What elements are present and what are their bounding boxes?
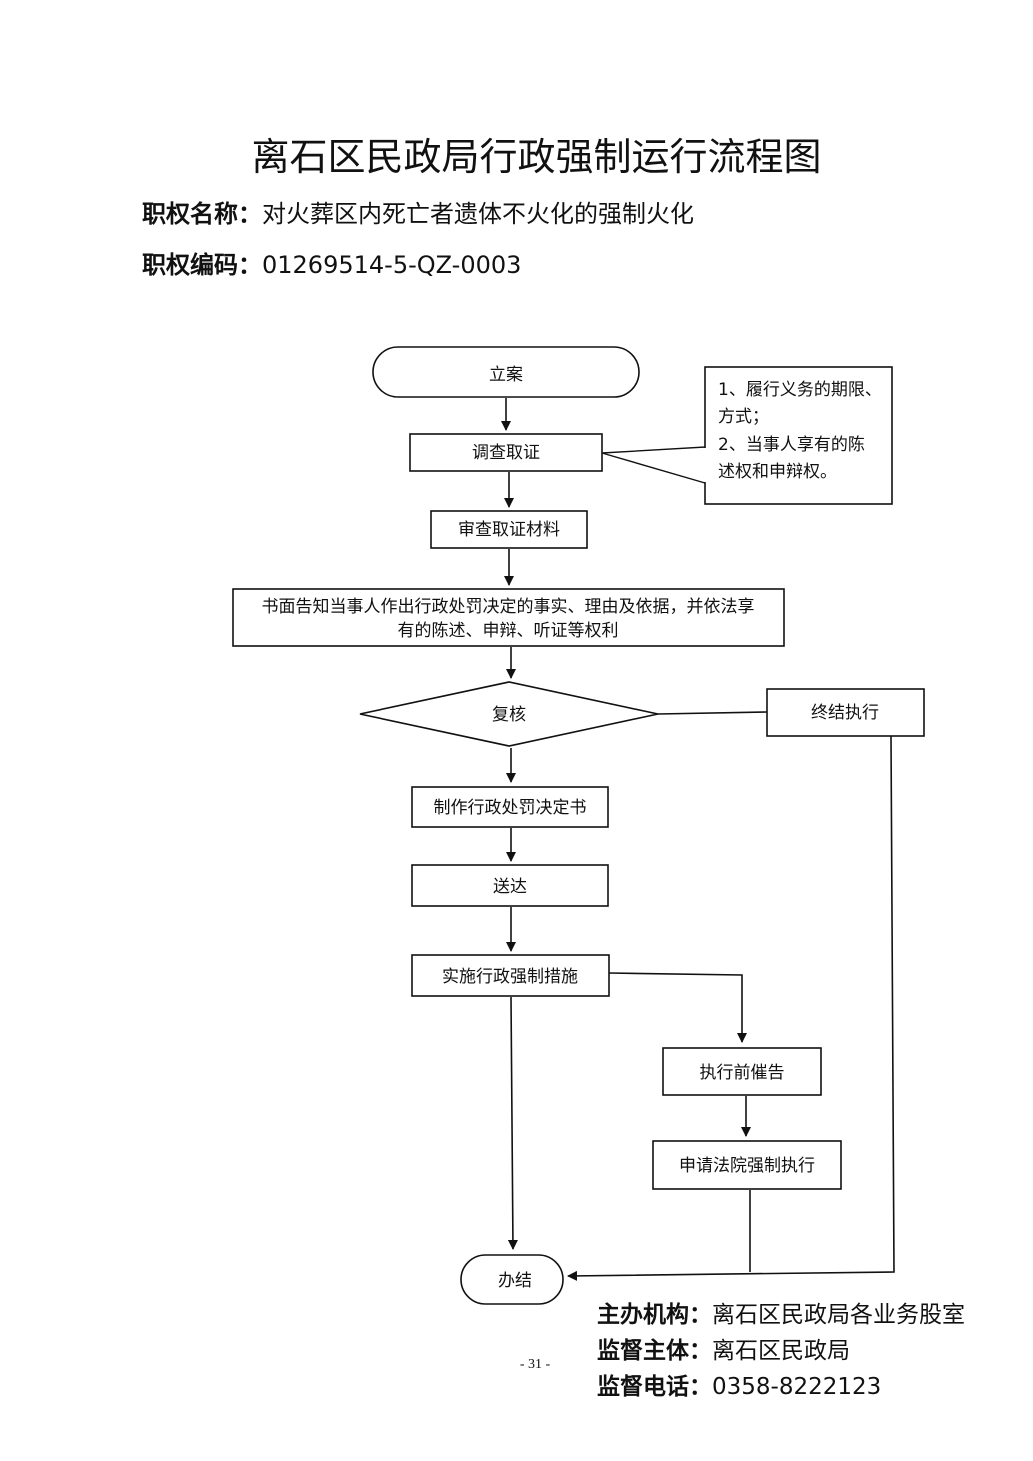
pre-notice-box <box>662 1047 822 1096</box>
implement-box <box>411 954 610 997</box>
note-line-3: 2、当事人享有的陈 <box>718 435 865 455</box>
footer-supervisor-value: 离石区民政局 <box>712 1338 850 1364</box>
footer-org-value: 离石区民政局各业务股室 <box>712 1302 965 1328</box>
arrow-implement-to-end <box>507 996 518 1250</box>
page-title: 离石区民政局行政强制运行流程图 <box>251 135 822 179</box>
notify-label-line1: 书面告知当事人作出行政处罚决定的事实、理由及依据，并依法享 <box>262 597 755 617</box>
arrow-implement-to-prenotice <box>608 972 747 1043</box>
authority-name-line: 职权名称：对火葬区内死亡者遗体不火化的强制火化 <box>142 197 694 231</box>
deliver-box <box>411 864 609 907</box>
footer-organizer: 主办机构：离石区民政局各业务股室 <box>597 1298 965 1332</box>
recheck-label: 复核 <box>492 705 526 725</box>
review-evidence-label: 审查取证材料 <box>458 520 560 540</box>
note-line-4: 述权和申辩权。 <box>718 462 837 482</box>
footer-supervisor: 监督主体：离石区民政局 <box>597 1334 850 1368</box>
start-terminal <box>372 346 640 398</box>
make-decision-box <box>411 786 609 828</box>
investigate-label: 调查取证 <box>472 443 540 463</box>
note-line-1: 1、履行义务的期限、 <box>718 380 882 400</box>
apply-court-box <box>652 1140 842 1190</box>
terminate-box <box>766 688 925 737</box>
authority-code-value: 01269514-5-QZ-0003 <box>262 251 522 279</box>
footer-supervisor-label: 监督主体： <box>597 1338 712 1364</box>
end-label: 办结 <box>498 1271 532 1291</box>
end-terminal <box>460 1254 564 1305</box>
implement-label: 实施行政强制措施 <box>442 967 578 987</box>
footer-phone-value: 0358-8222123 <box>712 1374 882 1400</box>
deliver-label: 送达 <box>493 877 527 897</box>
line-recheck-to-terminate <box>657 711 768 715</box>
investigate-box <box>409 433 603 472</box>
notify-label-line2: 有的陈述、申辩、听证等权利 <box>398 621 619 641</box>
start-label: 立案 <box>489 365 523 385</box>
page-number: - 31 - <box>519 1357 551 1372</box>
arrow-terminate-to-end <box>567 735 895 1281</box>
apply-court-label: 申请法院强制执行 <box>679 1156 815 1176</box>
footer-phone: 监督电话：0358-8222123 <box>597 1370 881 1404</box>
note-callout-pointer <box>601 446 706 484</box>
make-decision-label: 制作行政处罚决定书 <box>434 798 587 818</box>
note-box <box>704 366 893 505</box>
authority-name-label: 职权名称： <box>142 200 262 228</box>
notify-box <box>232 588 785 647</box>
footer-phone-label: 监督电话： <box>597 1374 712 1400</box>
authority-name-value: 对火葬区内死亡者遗体不火化的强制火化 <box>262 200 694 228</box>
footer-org-label: 主办机构： <box>597 1302 712 1328</box>
terminate-label: 终结执行 <box>811 703 879 723</box>
note-line-2: 方式； <box>718 407 769 427</box>
review-evidence-box <box>430 510 588 549</box>
authority-code-line: 职权编码：01269514-5-QZ-0003 <box>142 248 521 282</box>
pre-notice-label: 执行前催告 <box>700 1063 785 1083</box>
authority-code-label: 职权编码： <box>142 251 262 279</box>
